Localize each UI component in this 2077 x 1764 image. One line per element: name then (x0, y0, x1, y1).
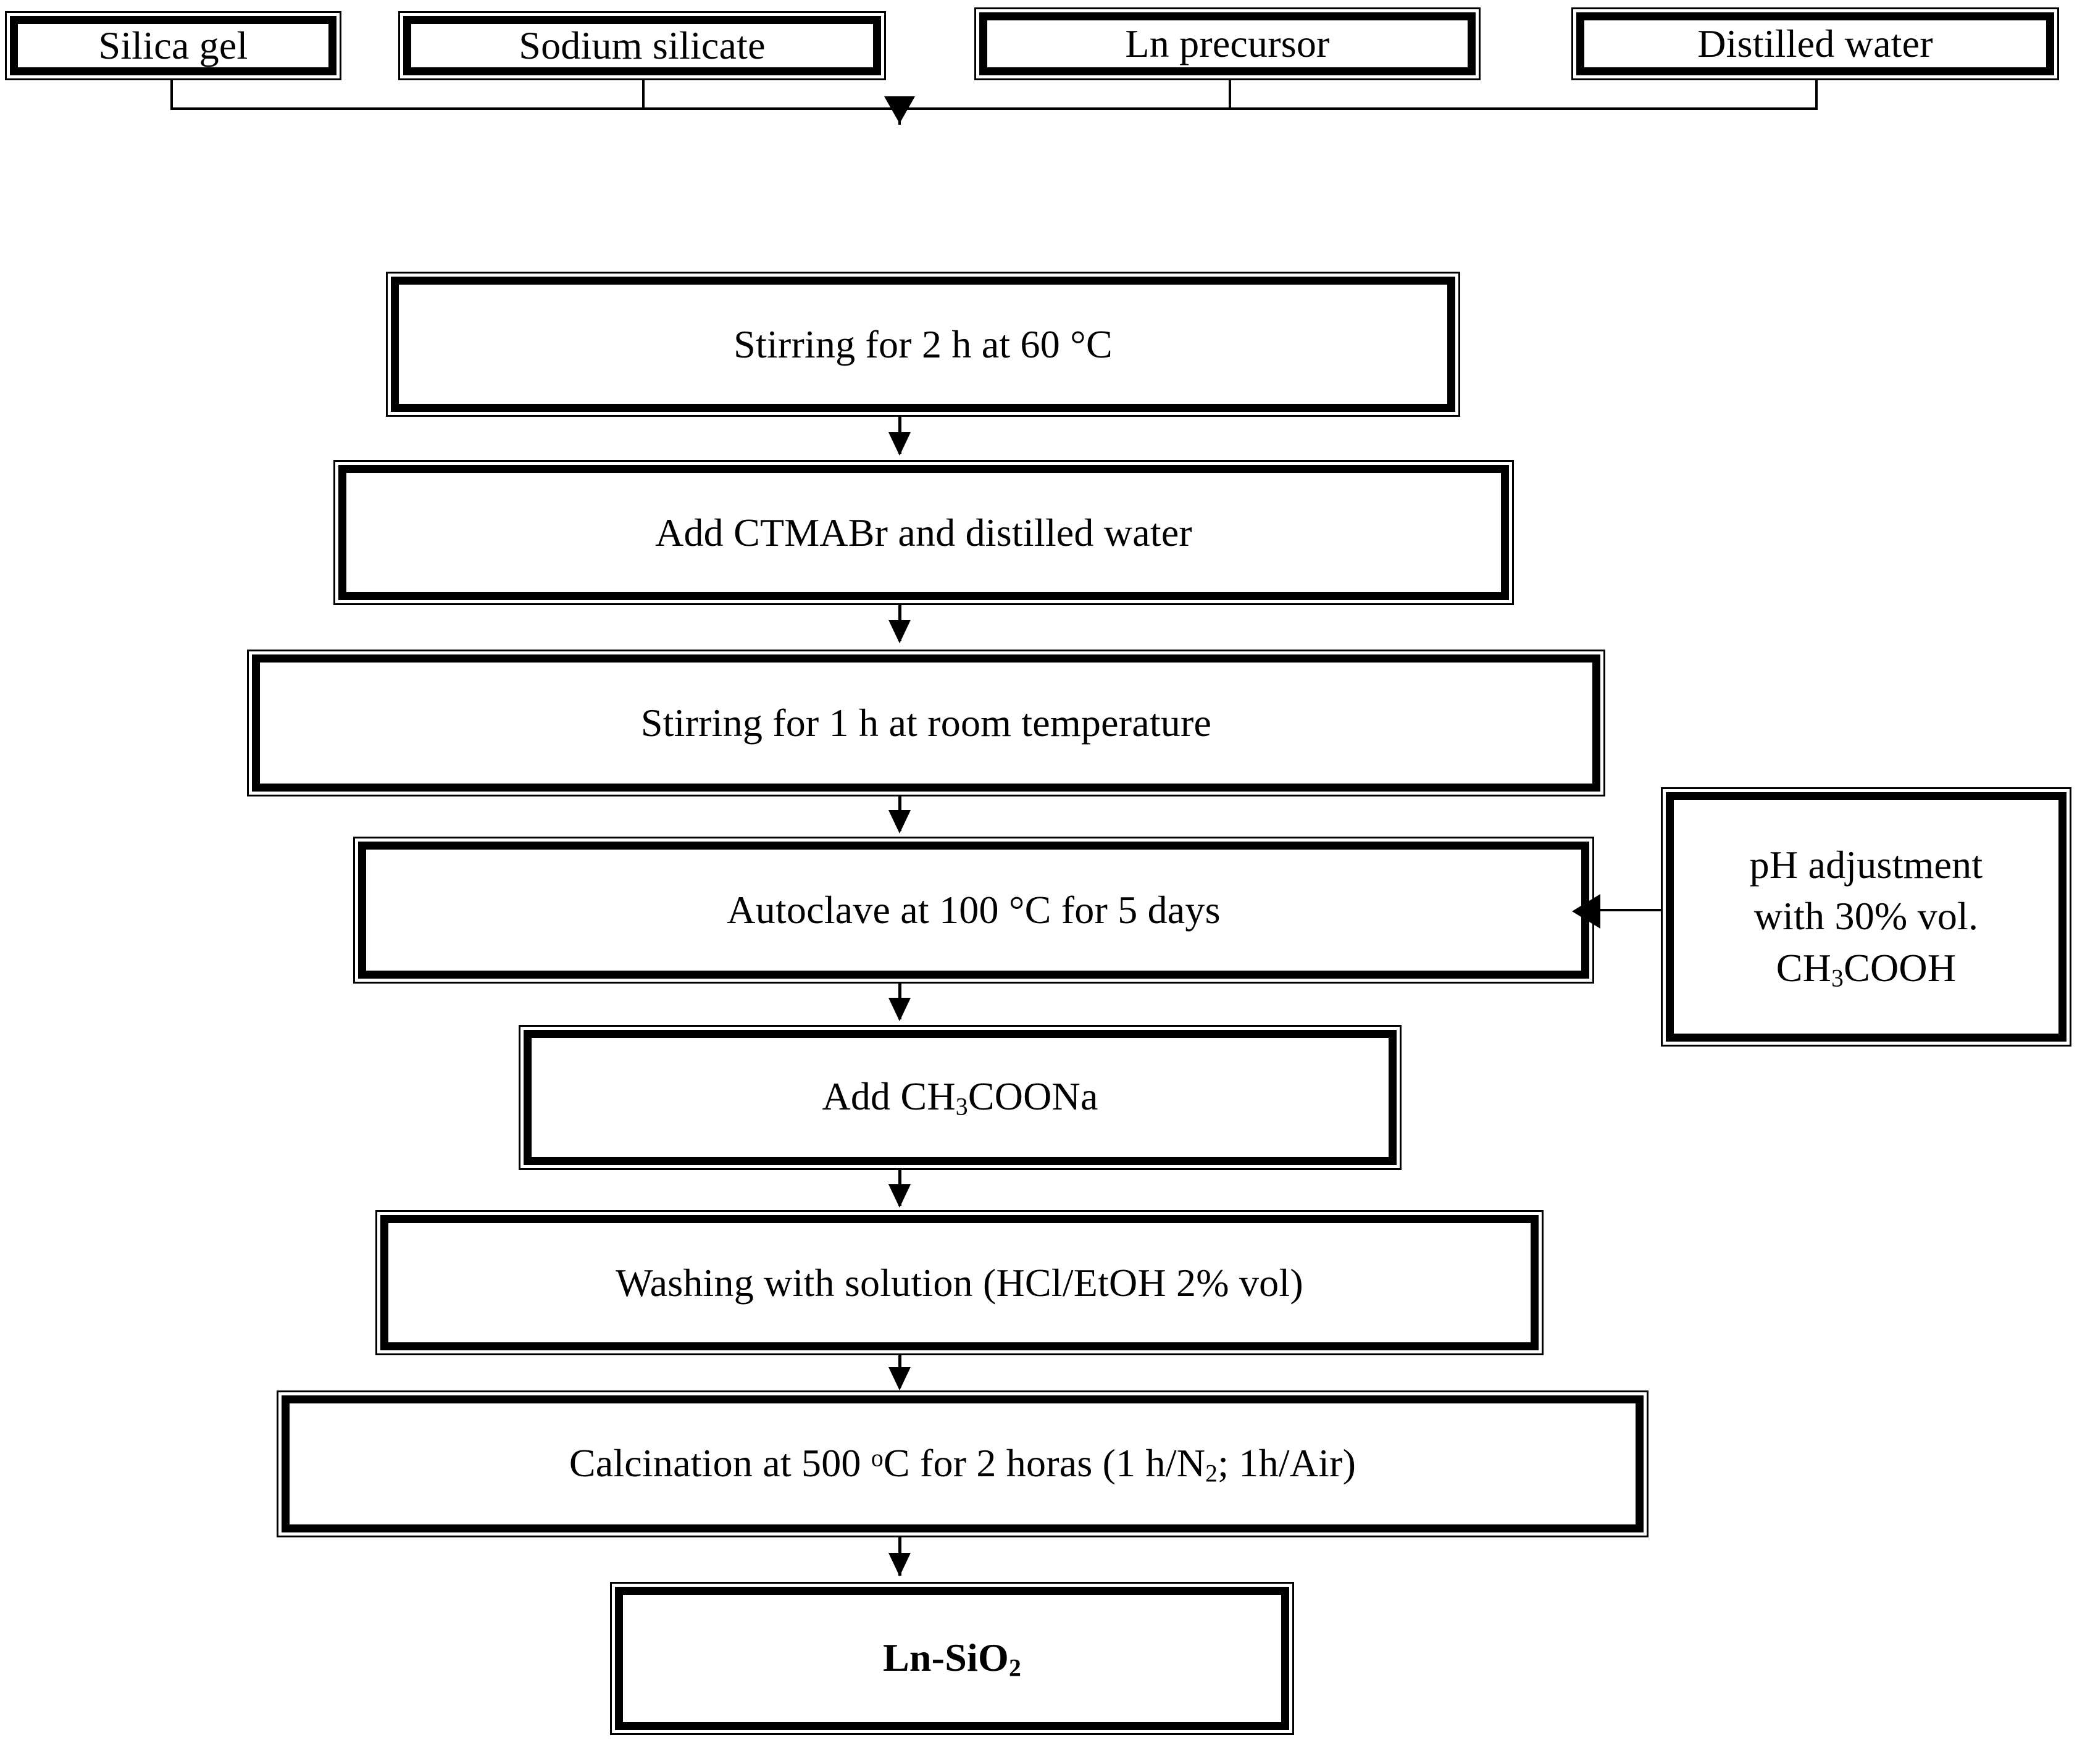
ph-adjustment-line-1: pH adjustment (1749, 843, 1983, 887)
node-stirring-60c[interactable]: Stirring for 2 h at 60 °C (386, 272, 1460, 417)
arrowhead-to-washing (888, 1184, 911, 1208)
connector-sodium-silicate-stem (642, 80, 645, 109)
node-autoclave-label: Autoclave at 100 °C for 5 days (727, 888, 1221, 932)
node-distilled-water-label: Distilled water (1697, 22, 1933, 66)
node-ln-sio2-label: Ln-SiO2 (883, 1635, 1021, 1682)
node-ph-adjustment-inner: pH adjustment with 30% vol. CH3COOH (1666, 792, 2067, 1042)
node-autoclave-inner: Autoclave at 100 °C for 5 days (358, 842, 1589, 979)
node-distilled-water-inner: Distilled water (1576, 12, 2054, 75)
node-ph-adjustment[interactable]: pH adjustment with 30% vol. CH3COOH (1661, 787, 2071, 1047)
node-calcination[interactable]: Calcination at 500 oC for 2 horas (1 h/N… (277, 1390, 1649, 1537)
connector-merge-bus (170, 107, 1818, 110)
node-sodium-silicate[interactable]: Sodium silicate (398, 11, 886, 80)
arrowhead-to-add-ch3coona (888, 998, 911, 1021)
node-distilled-water[interactable]: Distilled water (1571, 7, 2059, 80)
node-ln-sio2[interactable]: Ln-SiO2 (610, 1582, 1294, 1735)
node-add-ctmabr-label: Add CTMABr and distilled water (655, 510, 1192, 554)
connector-distilled-water-stem (1815, 80, 1818, 109)
node-washing[interactable]: Washing with solution (HCl/EtOH 2% vol) (375, 1210, 1544, 1355)
node-sodium-silicate-label: Sodium silicate (519, 23, 766, 68)
node-stirring-rt-inner: Stirring for 1 h at room temperature (252, 654, 1600, 792)
node-calcination-label: Calcination at 500 oC for 2 horas (1 h/N… (569, 1440, 1356, 1487)
node-add-ctmabr-inner: Add CTMABr and distilled water (338, 465, 1509, 600)
node-calcination-inner: Calcination at 500 oC for 2 horas (1 h/N… (282, 1395, 1644, 1532)
node-stirring-rt-label: Stirring for 1 h at room temperature (640, 701, 1212, 745)
arrowhead-to-calcination (888, 1367, 911, 1390)
node-ln-sio2-inner: Ln-SiO2 (615, 1587, 1289, 1730)
node-add-ch3coona-inner: Add CH3COONa (524, 1030, 1397, 1165)
node-silica-gel-label: Silica gel (98, 23, 248, 68)
connector-silica-gel-stem (170, 80, 173, 109)
arrowhead-to-stirring-rt (888, 620, 911, 643)
node-stirring-60c-label: Stirring for 2 h at 60 °C (733, 322, 1113, 366)
node-washing-inner: Washing with solution (HCl/EtOH 2% vol) (380, 1215, 1539, 1350)
ph-adjustment-line-3: CH3COOH (1776, 945, 1957, 992)
node-silica-gel[interactable]: Silica gel (5, 11, 341, 80)
arrowhead-to-autoclave (888, 810, 911, 834)
arrowhead-to-add-ctmabr (888, 432, 911, 456)
node-add-ch3coona[interactable]: Add CH3COONa (519, 1025, 1402, 1170)
node-autoclave[interactable]: Autoclave at 100 °C for 5 days (353, 837, 1594, 984)
connector-ln-precursor-stem (1229, 80, 1231, 109)
node-stirring-rt[interactable]: Stirring for 1 h at room temperature (247, 650, 1605, 796)
node-ln-precursor[interactable]: Ln precursor (974, 7, 1481, 80)
connector-ph-to-autoclave (1600, 909, 1662, 911)
node-sodium-silicate-inner: Sodium silicate (403, 16, 881, 75)
node-washing-label: Washing with solution (HCl/EtOH 2% vol) (616, 1260, 1303, 1305)
node-stirring-60c-inner: Stirring for 2 h at 60 °C (391, 277, 1455, 412)
node-ln-precursor-label: Ln precursor (1125, 22, 1330, 66)
node-ln-precursor-inner: Ln precursor (979, 12, 1476, 75)
arrowhead-to-stirring-60c (884, 96, 915, 123)
arrowhead-to-ln-sio2 (888, 1553, 911, 1576)
node-add-ch3coona-label: Add CH3COONa (822, 1074, 1098, 1121)
node-ph-adjustment-label: pH adjustment with 30% vol. CH3COOH (1744, 839, 1989, 995)
arrowhead-to-autoclave-from-ph (1572, 894, 1600, 929)
node-add-ctmabr[interactable]: Add CTMABr and distilled water (333, 460, 1514, 605)
node-silica-gel-inner: Silica gel (10, 16, 336, 75)
ph-adjustment-line-2: with 30% vol. (1753, 894, 1979, 938)
